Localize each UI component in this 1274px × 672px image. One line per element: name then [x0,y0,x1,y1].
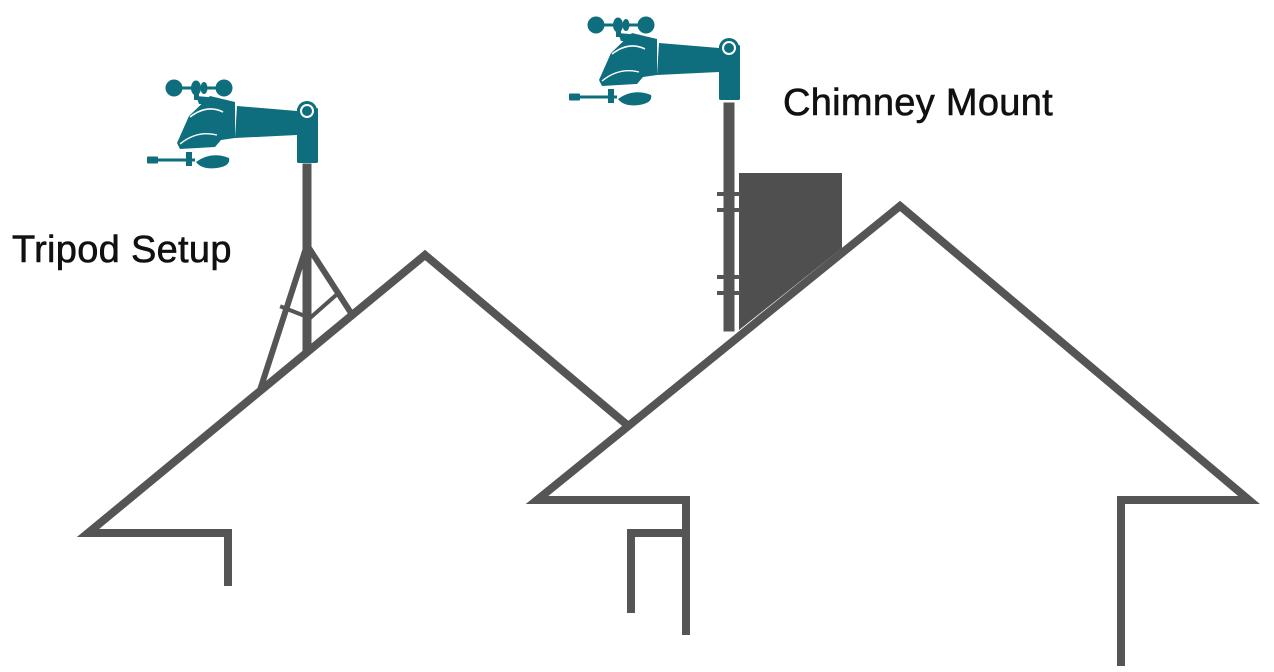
chimney-icon [739,173,842,330]
right-house-roof [525,200,1260,666]
tripod-brace-left [279,304,313,321]
tripod-leg-right [302,240,356,318]
right-house [525,200,1260,666]
chimney-mount-label: Chimney Mount [783,82,1054,124]
tripod-leg-left [256,241,311,394]
tripod-brace-right [307,293,338,321]
right-house-inner-wall [627,529,690,613]
tripod-setup-label: Tripod Setup [12,229,232,271]
weather-station-icon [567,15,742,107]
tripod-mount-icon [256,163,356,394]
chimney-mount-pole [717,102,741,332]
weather-station-icon [145,78,320,170]
left-house-roof [76,249,632,586]
chimney-body [739,173,842,330]
left-house [76,249,632,586]
